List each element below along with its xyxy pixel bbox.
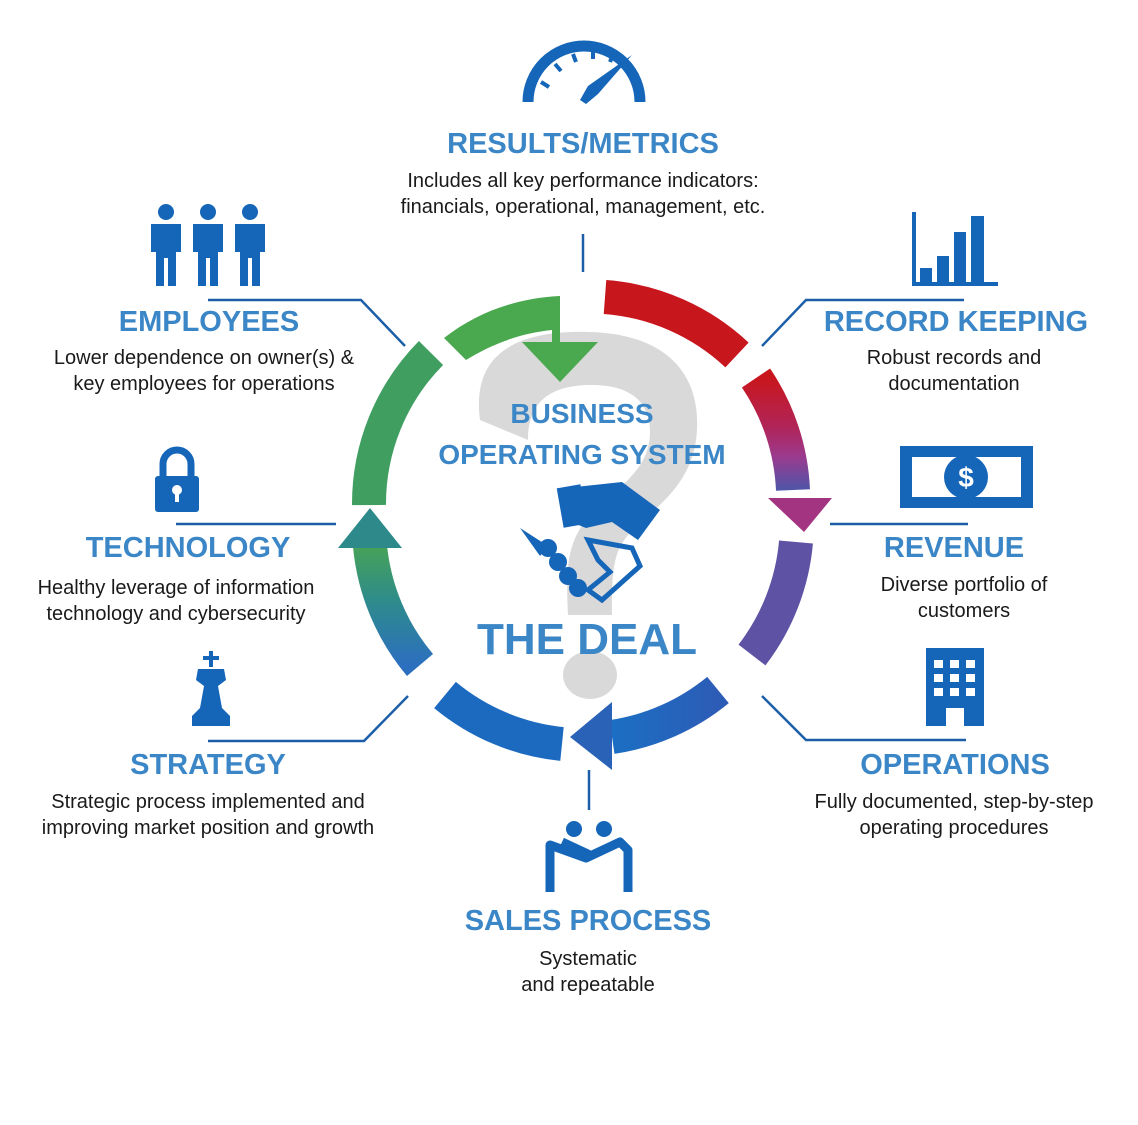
cycle-arcs <box>338 280 832 770</box>
center-title-line2: OPERATING SYSTEM <box>438 439 726 470</box>
arc-green-segment <box>351 341 444 506</box>
center-deal-label: THE DEAL <box>477 615 697 664</box>
bar-chart-icon <box>912 212 998 286</box>
arc-bottom-segment <box>609 676 729 754</box>
node-results-title: RESULTS/METRICS <box>447 128 719 160</box>
node-revenue-title: REVENUE <box>883 532 1025 564</box>
node-record-desc-line2: documentation <box>888 373 1020 395</box>
arc-green-top <box>444 296 598 382</box>
arc-blue-segment <box>434 681 565 761</box>
node-results-desc-line2: financials, operational, management, etc… <box>400 196 766 218</box>
arc-left-arrowhead <box>338 508 402 548</box>
arc-purple-segment <box>738 540 813 666</box>
speedometer-icon <box>522 40 646 104</box>
svg-text:$: $ <box>958 462 974 493</box>
node-results-desc-line1: Includes all key performance indicators: <box>407 170 759 192</box>
node-operations-desc-line1: Fully documented, step-by-step <box>814 791 1094 813</box>
node-technology-desc-line2: technology and cybersecurity <box>46 603 306 625</box>
node-strategy-title: STRATEGY <box>130 749 286 781</box>
node-record-title: RECORD KEEPING <box>823 306 1089 338</box>
arc-bottom-arrowhead <box>570 702 612 770</box>
node-technology-title: TECHNOLOGY <box>85 532 291 564</box>
node-revenue-desc-line2: customers <box>917 600 1011 622</box>
two-people-handshake-icon <box>545 821 633 892</box>
handshake-icon <box>520 482 660 604</box>
node-record-desc-line1: Robust records and <box>866 347 1042 369</box>
node-technology-desc-line1: Healthy leverage of information <box>37 577 315 599</box>
dollar-bill-icon: $ <box>900 446 1033 508</box>
node-operations-desc-line2: operating procedures <box>859 817 1049 839</box>
node-employees-desc-line1: Lower dependence on owner(s) & <box>53 347 355 369</box>
padlock-icon <box>155 446 199 512</box>
arc-right-arrowhead <box>768 498 832 532</box>
three-people-icon <box>151 204 265 286</box>
node-revenue-desc-line1: Diverse portfolio of <box>880 574 1048 596</box>
arc-red-segment <box>603 280 749 368</box>
node-sales-title: SALES PROCESS <box>464 905 712 937</box>
connector-lines <box>176 234 968 810</box>
arc-left-segment <box>353 544 434 676</box>
question-mark-icon <box>478 331 698 699</box>
node-operations-title: OPERATIONS <box>860 749 1050 781</box>
center-title-line1: BUSINESS <box>510 398 654 429</box>
node-employees-title: EMPLOYEES <box>118 306 300 338</box>
arc-right-segment <box>741 368 810 492</box>
chess-king-icon <box>192 651 230 726</box>
node-strategy-desc-line1: Strategic process implemented and <box>51 791 365 813</box>
node-employees-desc-line2: key employees for operations <box>73 373 335 395</box>
office-building-icon <box>926 648 984 726</box>
node-sales-desc-line2: and repeatable <box>521 974 655 996</box>
node-strategy-desc-line2: improving market position and growth <box>41 817 375 839</box>
node-sales-desc-line1: Systematic <box>539 948 637 970</box>
